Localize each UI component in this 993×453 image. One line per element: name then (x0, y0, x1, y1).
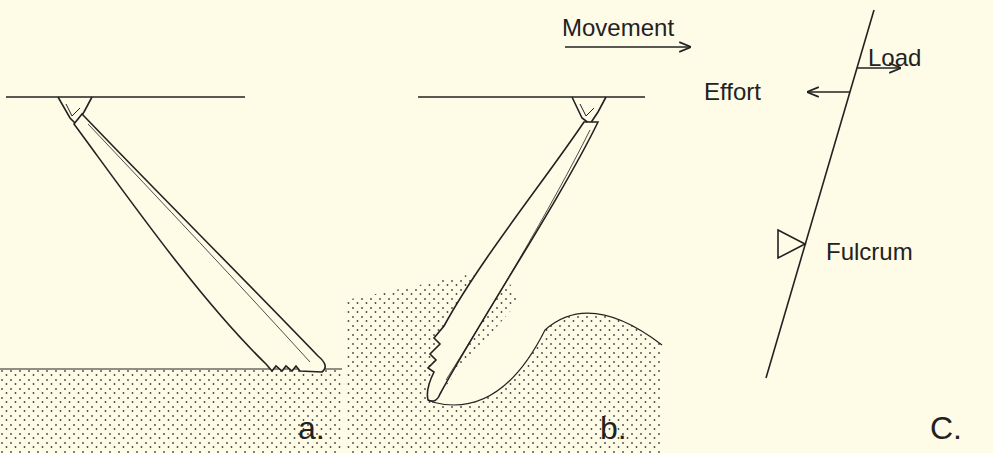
body-surface (418, 96, 645, 98)
leg-socket (66, 104, 80, 116)
sand (346, 268, 662, 453)
panel-letter: b. (600, 412, 627, 444)
leg (427, 122, 598, 401)
movement-label: Movement (562, 16, 674, 40)
leg-socket (572, 97, 606, 124)
fulcrum-triangle (778, 230, 805, 258)
body-surface (6, 96, 245, 98)
panel-letter: a. (298, 412, 325, 444)
panel-b (346, 47, 690, 453)
leg-inner-line (88, 124, 310, 362)
leg-socket (580, 104, 594, 116)
lever-bar (766, 10, 874, 378)
load-label: Load (868, 46, 921, 70)
fulcrum-label: Fulcrum (826, 240, 913, 264)
panel-a (0, 97, 342, 453)
sand (0, 369, 342, 453)
leg-inner-line (446, 130, 590, 380)
leg (74, 114, 325, 372)
panel-letter: C. (930, 412, 962, 444)
movement-arrow (565, 46, 690, 48)
effort-label: Effort (704, 80, 761, 104)
effort-arrow (808, 91, 850, 93)
